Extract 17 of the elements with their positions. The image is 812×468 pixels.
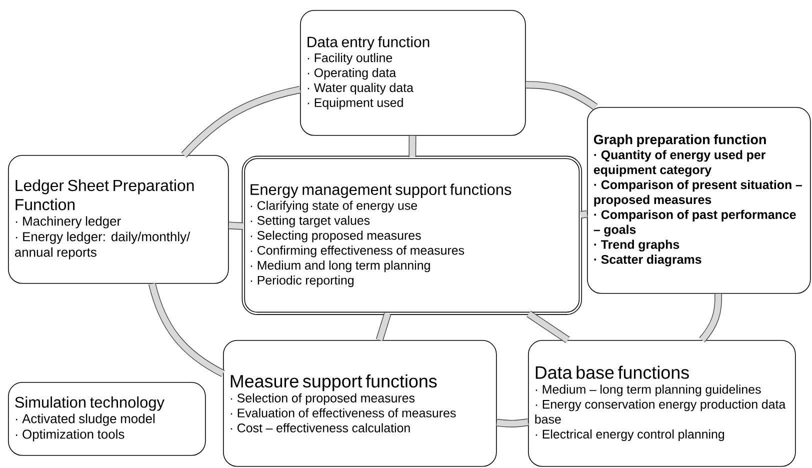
connector-band (181, 86, 301, 158)
connector-band (408, 136, 416, 157)
function-box: Data entry function · Facility outline · Operating data · Water quality data · Equipment used (300, 10, 526, 136)
connector-band (228, 222, 244, 230)
function-box: Measure support functions · Selection of proposed measures · Evaluation of effectiveness of measures · Cost – effectiveness calculation (223, 340, 497, 467)
connector-band (526, 81, 598, 110)
connector-band (376, 312, 392, 342)
function-box: Energy management support functions · Clarifying state of energy use · Setting target values · Selecting proposed measures · Confirming effectiveness of measures · Medium and long term planning · Periodic reporting (242, 156, 582, 315)
function-box: Graph preparation function · Quantity of energy used per equipment category · Comparison of present situation – proposed measures · Comparison of past performance – goals · Trend graphs · Scatter diagrams (587, 107, 811, 294)
connector-band (699, 294, 722, 342)
connector-band (526, 310, 570, 344)
function-box: Simulation technology · Activated sludge model · Optimization tools (8, 382, 206, 456)
function-box: Ledger Sheet Preparation Function · Machinery ledger · Energy ledger: daily/monthly/ annual reports (8, 154, 229, 284)
connector-band (580, 210, 588, 218)
function-box: Data base functions · Medium – long term planning guidelines · Energy conservation energy production data base · Electrical energy control planning (528, 340, 796, 467)
connector-band (496, 418, 529, 428)
connector-band (148, 282, 225, 377)
